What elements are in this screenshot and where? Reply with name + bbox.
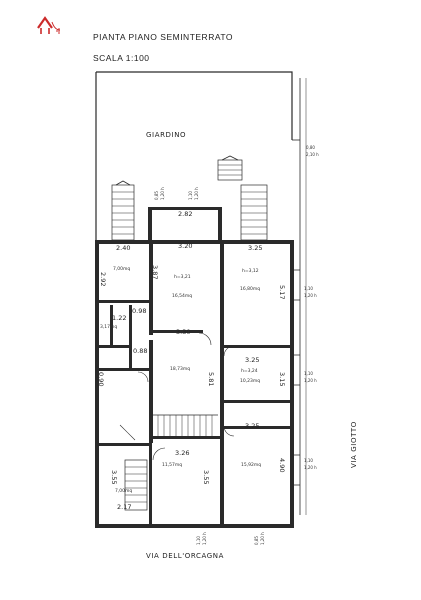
stairs-center [153, 414, 218, 436]
room-area: 16,80mq [240, 286, 260, 292]
window-note: 1,20 h [194, 187, 199, 200]
room-area: 3,17mq [100, 324, 117, 330]
dim-label: 3.55 [110, 470, 118, 484]
garden-outline [95, 71, 307, 515]
stairs-left [111, 180, 135, 241]
window-marks-right [290, 269, 300, 486]
room-area: 10,23mq [240, 378, 260, 384]
room-height: h=3,24 [241, 368, 258, 374]
street-label-right: VIA GIOTTO [350, 421, 358, 468]
window-note: 1,20 h [260, 532, 265, 545]
dim-label: 1.22 [112, 314, 126, 322]
window-note: 1,20 h [304, 378, 317, 383]
dim-label: 3.25 [248, 244, 262, 252]
stairs-lower-left [124, 459, 148, 511]
street-label-bottom: VIA DELL'ORCAGNA [146, 552, 224, 560]
room-height: h=3,12 [242, 268, 259, 274]
window-note: 1,10 [188, 191, 193, 200]
dim-label: 3.55 [202, 470, 210, 484]
dim-label: 2.92 [99, 272, 107, 286]
dim-label: 3.25 [245, 422, 259, 430]
plan-title: PIANTA PIANO SEMINTERRATO [93, 32, 233, 42]
dim-label: 2.40 [116, 244, 130, 252]
room-area: 16,54mq [172, 293, 192, 299]
window-note: 1,20 h [304, 465, 317, 470]
dim-label: 0.90 [97, 372, 105, 386]
room-area: 11,57mq [162, 462, 182, 468]
garden-label: GIARDINO [146, 131, 186, 139]
dim-label: 2.17 [117, 503, 131, 511]
window-note: 1,10 [304, 371, 313, 376]
dim-label: 3.26 [175, 449, 189, 457]
room-area: 18,73mq [170, 366, 190, 372]
room-area: 15,92mq [241, 462, 261, 468]
window-note: 1,20 h [304, 293, 317, 298]
stairs-top [217, 155, 243, 181]
window-note: 1,20 h [160, 187, 165, 200]
dim-label: 3.20 [178, 242, 192, 250]
stairs-right [240, 184, 268, 241]
dim-label: 4.90 [278, 458, 286, 472]
dim-label: 3.25 [245, 356, 259, 364]
dim-label: 3.30 [176, 328, 190, 336]
room-height: h=3,21 [174, 274, 191, 280]
dim-label: 5.17 [278, 285, 286, 299]
window-note: 1,10 [304, 286, 313, 291]
window-note: 0,80 [306, 145, 315, 150]
window-note: 1,10 [196, 536, 201, 545]
window-note: 1,20 h [202, 532, 207, 545]
dim-label: 5.81 [207, 372, 215, 386]
plan-scale: SCALA 1:100 [93, 53, 150, 63]
dim-label: 3.15 [278, 372, 286, 386]
dim-label: 3.87 [151, 265, 159, 279]
house-logo-icon [37, 16, 61, 34]
door-swings [119, 332, 235, 461]
dim-label: 2.82 [178, 210, 192, 218]
room-area: 7,00mq [115, 488, 132, 494]
dim-label: 0.98 [132, 307, 146, 315]
window-note: 1,10 [304, 458, 313, 463]
window-note: 2,10 h [306, 152, 319, 157]
window-note: 0,85 [154, 191, 159, 200]
dim-label: 0.88 [133, 347, 147, 355]
building-walls [95, 207, 294, 528]
room-area: 7,00mq [113, 266, 130, 272]
window-note: 0,85 [254, 536, 259, 545]
